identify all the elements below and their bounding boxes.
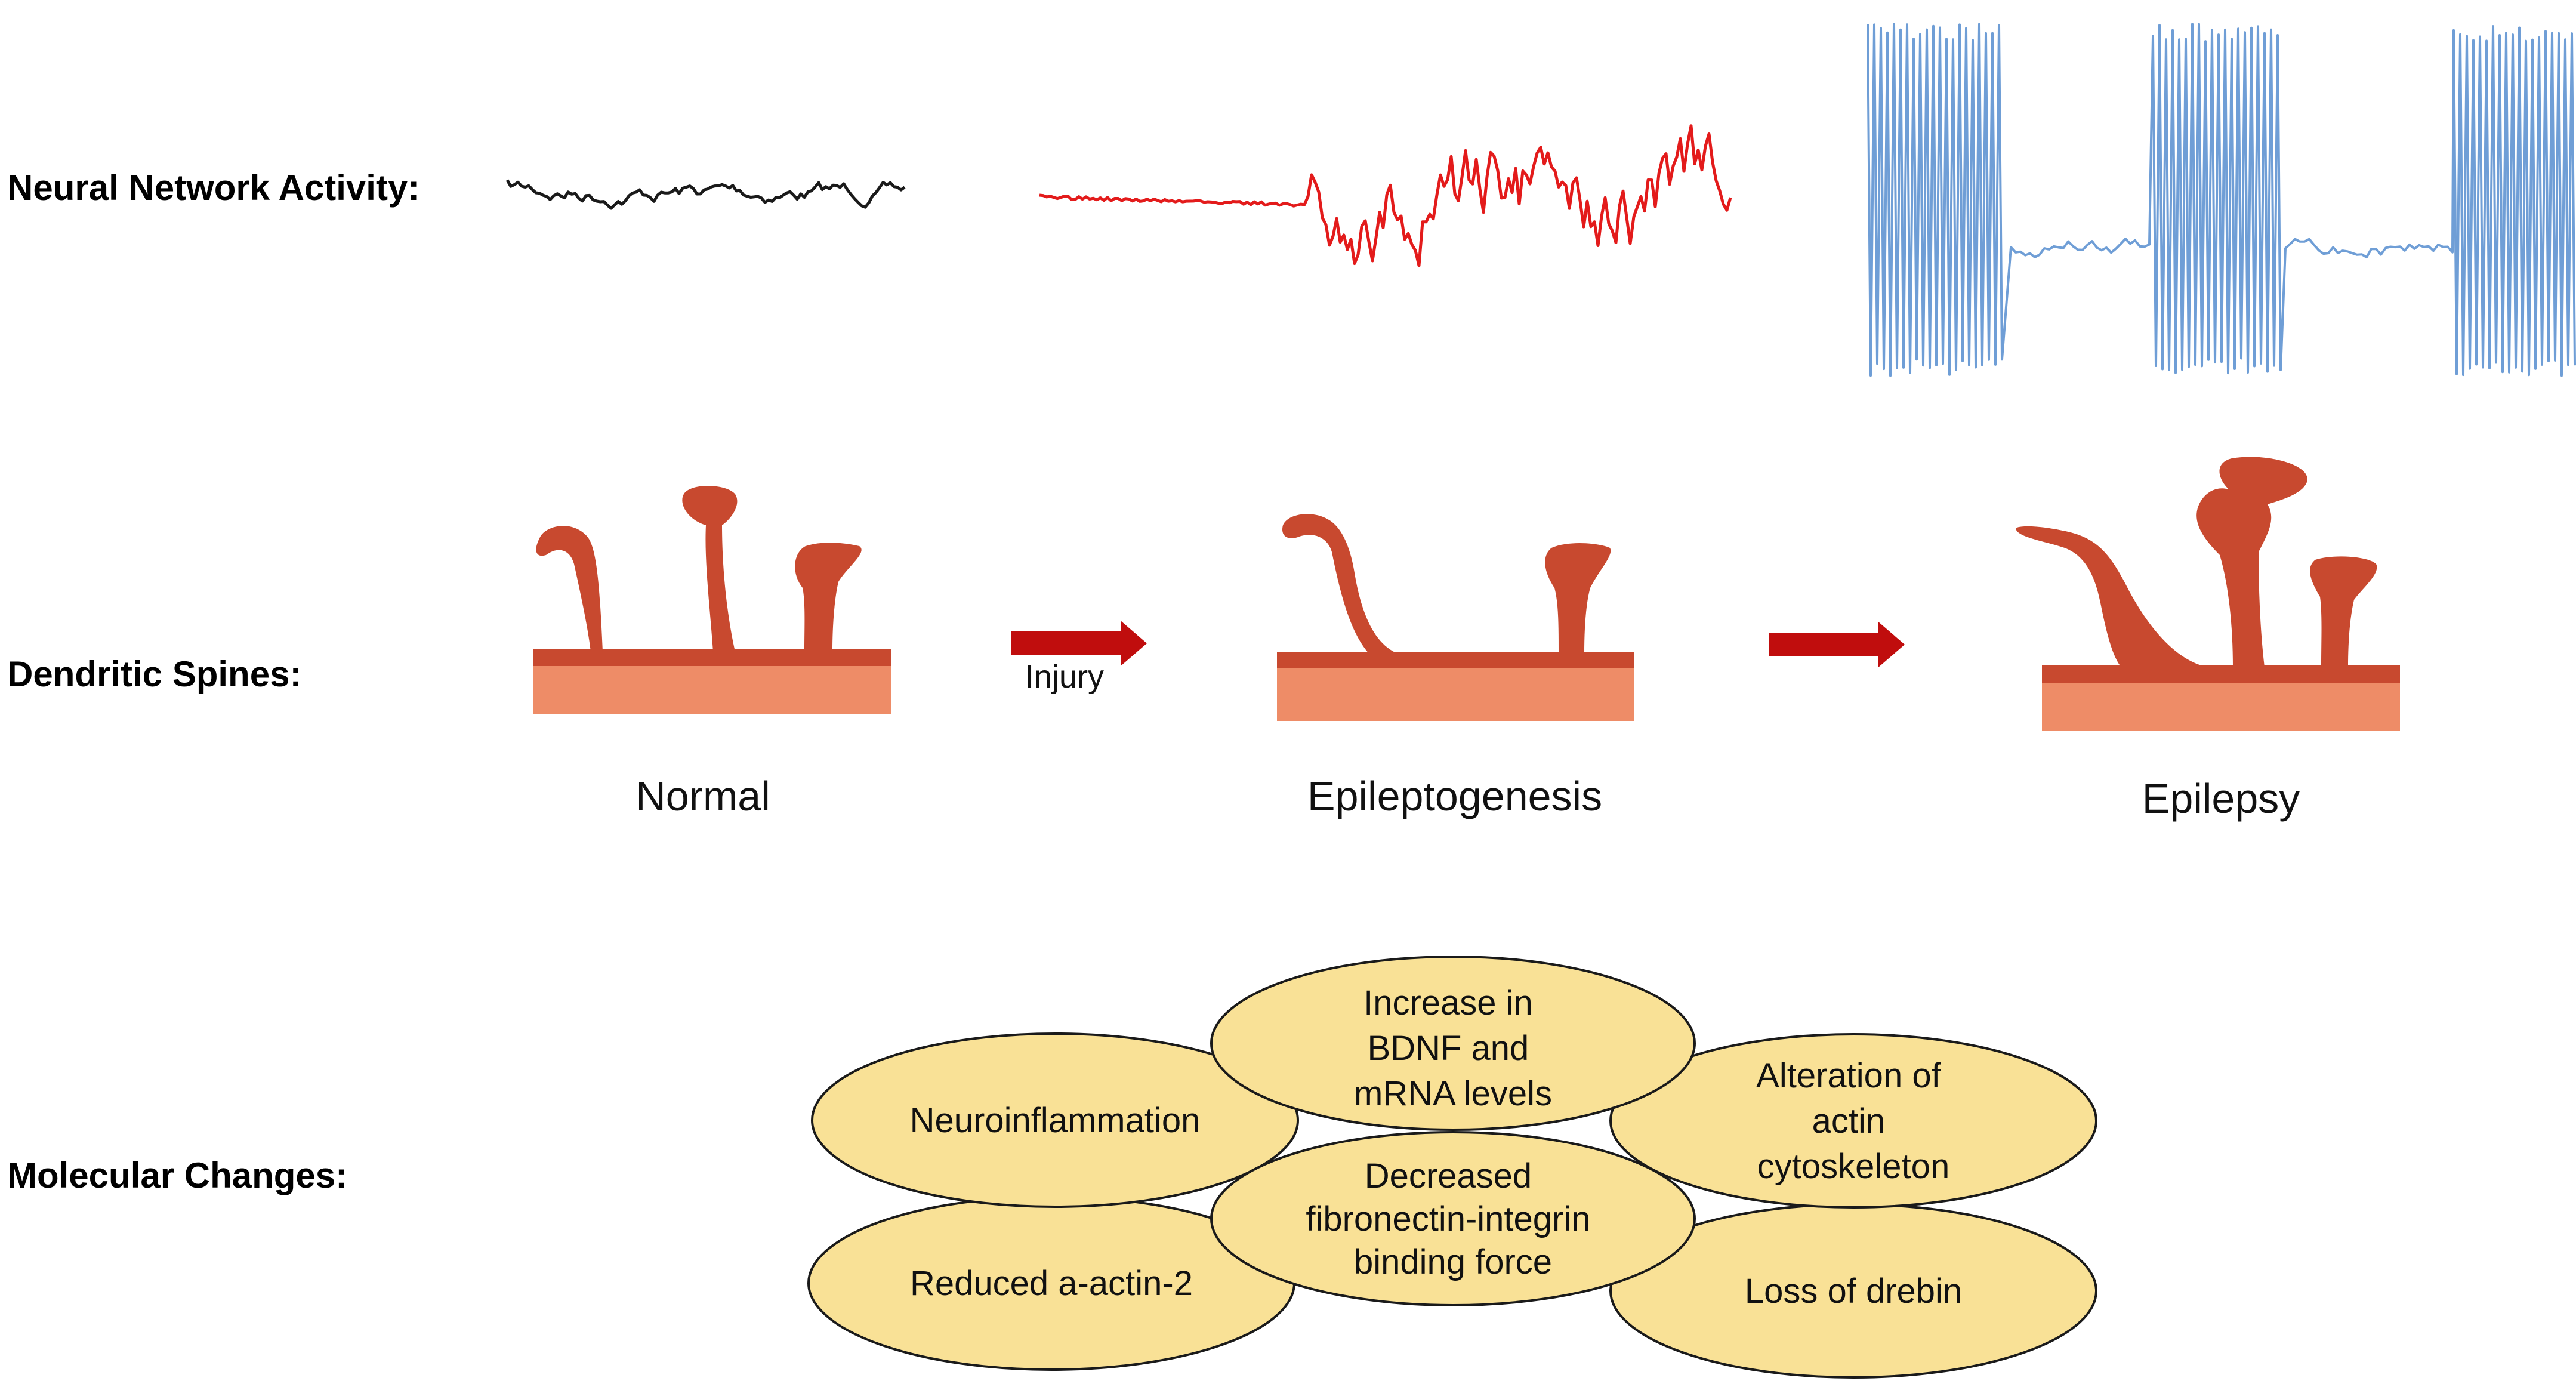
spine-stubby (1545, 543, 1611, 654)
dendrite-epileptogenesis (1277, 514, 1634, 721)
row-label-neural-activity: Neural Network Activity: (7, 168, 419, 208)
spine-mushroom-tall (682, 485, 738, 652)
stage-label-normal: Normal (635, 773, 770, 819)
ellipse-label: Neuroinflammation (910, 1101, 1201, 1140)
ellipse-label: Decreased fibronectin-integrin binding f… (1306, 1157, 1600, 1281)
row-label-dendritic-spines: Dendritic Spines: (7, 654, 301, 694)
spine-curved (1282, 514, 1399, 654)
ellipse-decreased-fibronectin: Decreased fibronectin-integrin binding f… (1210, 1131, 1696, 1306)
dendrite-shaft (533, 649, 891, 666)
dendrite-shaft (1277, 652, 1634, 668)
dendrite-epilepsy (2016, 457, 2400, 731)
stage-label-epilepsy: Epilepsy (2142, 775, 2300, 822)
dendrite-base (1277, 664, 1634, 721)
ellipse-reduced-actinin: Reduced a-actin-2 (807, 1195, 1295, 1371)
progression-arrow (1769, 622, 1905, 667)
spine-stubby (795, 543, 862, 652)
dendrite-shaft (2042, 665, 2400, 683)
spine-mushroom-large (2196, 457, 2307, 667)
ellipse-neuroinflammation: Neuroinflammation (811, 1032, 1299, 1208)
spine-curved (536, 526, 603, 652)
ellipse-label: Reduced a-actin-2 (910, 1264, 1193, 1303)
injury-label: Injury (1025, 659, 1104, 695)
ellipse-increase-bdnf: Increase in BDNF and mRNA levels (1210, 956, 1696, 1131)
ellipse-loss-of-drebin: Loss of drebin (1609, 1203, 2097, 1379)
stage-label-epileptogenesis: Epileptogenesis (1307, 773, 1602, 819)
injury-arrow (1011, 621, 1147, 666)
ellipse-label: Increase in BDNF and mRNA levels (1354, 984, 1552, 1113)
spine-stubby (2310, 556, 2377, 667)
dendrite-base (533, 664, 891, 714)
epileptogenesis-activity-trace (1039, 124, 1732, 267)
ellipse-label: Alteration of actin cytoskeleton (1756, 1056, 1951, 1186)
row-label-molecular-changes: Molecular Changes: (7, 1155, 347, 1195)
spine-curved-large (2016, 526, 2208, 667)
ellipse-label: Loss of drebin (1745, 1272, 1962, 1311)
dendrite-normal (533, 485, 891, 714)
ellipse-actin-cytoskeleton: Alteration of actin cytoskeleton (1609, 1033, 2097, 1209)
dendrite-base (2042, 680, 2400, 731)
normal-activity-trace (505, 179, 906, 210)
epilepsy-activity-trace (1867, 23, 2576, 377)
